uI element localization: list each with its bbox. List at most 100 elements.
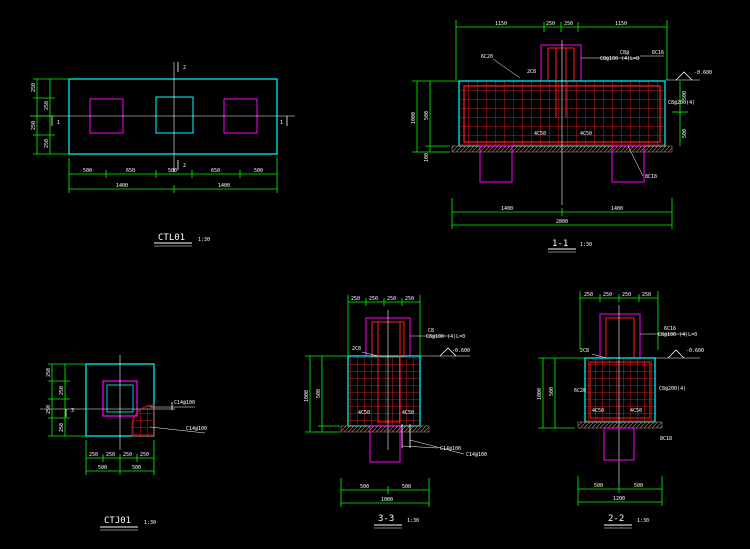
section-1-1-title: 1-1 bbox=[552, 239, 568, 249]
section-3-3-scale: 1:30 bbox=[407, 518, 419, 524]
dim-total-2800: 2800 bbox=[556, 219, 568, 225]
ctl01-scale: 1:30 bbox=[198, 237, 210, 243]
ctj01-dim-total-1: 500 bbox=[98, 465, 107, 471]
dim-left-2-2: 500 bbox=[549, 387, 555, 396]
section-mark-2-bottom: 2 bbox=[183, 163, 186, 169]
dim-right-2: 500 bbox=[682, 129, 688, 138]
section-2-2-title: 2-2 bbox=[608, 514, 624, 524]
section-3-3-title: 3-3 bbox=[378, 514, 394, 524]
label-6c20: 6C20 bbox=[481, 54, 493, 60]
pile-2-2 bbox=[603, 427, 635, 461]
label-6c20-2-2: 6C20 bbox=[574, 388, 586, 394]
dim-bottom-3-1: 500 bbox=[360, 484, 369, 490]
dim-left-2-1: 1000 bbox=[537, 388, 543, 400]
label-8c18: 8C18 bbox=[645, 174, 657, 180]
label-c14-b: C14@100 bbox=[466, 452, 487, 458]
label-8c18-2-2: 8C18 bbox=[660, 436, 672, 442]
ctj01-scale: 1:30 bbox=[144, 520, 156, 526]
ctl01-title: CTL01 bbox=[158, 233, 185, 243]
dim-total-left: 1400 bbox=[116, 183, 128, 189]
dim-bottom-2-2: 500 bbox=[634, 483, 643, 489]
ctl01-plan: 2 1 1 2 250 250 250 250 bbox=[30, 62, 295, 247]
ctj01-section-mark: 3 bbox=[71, 408, 74, 414]
dim-top-2-4: 250 bbox=[642, 292, 651, 298]
dim-top-2-2: 250 bbox=[603, 292, 612, 298]
ctj01-dim-bottom-2: 250 bbox=[106, 452, 115, 458]
dim-left-4: 250 bbox=[44, 139, 50, 148]
label-4c50-3a: 4C50 bbox=[358, 410, 370, 416]
elevation-3-3: -0.600 bbox=[452, 348, 470, 354]
section-2-2-scale: 1:30 bbox=[637, 518, 649, 524]
section-mark-1-right: 1 bbox=[280, 120, 283, 126]
dim-top-3-4: 250 bbox=[405, 296, 414, 302]
dim-bottom-2-1: 500 bbox=[594, 483, 603, 489]
dim-top-4: 1150 bbox=[615, 21, 627, 27]
label-2c8: 2C8 bbox=[527, 69, 536, 75]
dim-bottom-3: 500 bbox=[168, 168, 177, 174]
label-c14-a: C14@100 bbox=[440, 446, 461, 452]
dim-left-1000: 1000 bbox=[411, 112, 417, 124]
label-stirrup-top: C8@ bbox=[620, 50, 629, 56]
dim-top-2-1: 250 bbox=[584, 292, 593, 298]
dim-total-2: 1200 bbox=[613, 496, 625, 502]
label-c8-200: C8@200(4) bbox=[668, 100, 695, 106]
dim-bottom-1400-a: 1400 bbox=[501, 206, 513, 212]
dim-bottom-3-2: 500 bbox=[402, 484, 411, 490]
elevation-2-2: -0.600 bbox=[686, 348, 704, 354]
ctj01-title: CTJ01 bbox=[104, 516, 131, 526]
pile-3-3 bbox=[369, 425, 401, 463]
dim-total-right: 1400 bbox=[218, 183, 230, 189]
dim-bottom-1: 500 bbox=[83, 168, 92, 174]
column-center bbox=[155, 96, 194, 134]
dim-top-2-3: 250 bbox=[622, 292, 631, 298]
elevation-1-1: -0.600 bbox=[694, 70, 712, 76]
dim-bottom-1400-b: 1400 bbox=[611, 206, 623, 212]
dim-top-1: 1150 bbox=[495, 21, 507, 27]
dim-top-2: 250 bbox=[546, 21, 555, 27]
label-4c50-2b: 4C50 bbox=[630, 408, 642, 414]
dim-left-3-1: 1000 bbox=[304, 390, 310, 402]
section-1-1: 1150 250 250 1150 6C20 2C8 C8@ C8@100 (4… bbox=[411, 20, 712, 253]
label-c8-3-3: C8 bbox=[428, 328, 434, 334]
label-4c50-3b: 4C50 bbox=[402, 410, 414, 416]
dim-right-1: 500 bbox=[682, 91, 688, 100]
label-stirrup-3-3: C8@100 (4)L=0 bbox=[426, 334, 465, 340]
label-4c50-2a: 4C50 bbox=[592, 408, 604, 414]
ctj01-dim-left-4: 250 bbox=[59, 423, 65, 432]
ctj01-dim-left-3: 250 bbox=[46, 405, 52, 414]
section-1-1-scale: 1:30 bbox=[580, 242, 592, 248]
dim-top-3-1: 250 bbox=[351, 296, 360, 302]
dim-top-3: 250 bbox=[564, 21, 573, 27]
ctj01-dim-left-2: 250 bbox=[59, 386, 65, 395]
dim-bottom-group bbox=[68, 158, 278, 193]
ctj01-dim-bottom-3: 250 bbox=[123, 452, 132, 458]
label-2c8-3-3: 2C8 bbox=[352, 346, 361, 352]
pile-cap-outline bbox=[68, 78, 278, 155]
label-4c50-b: 4C50 bbox=[580, 131, 592, 137]
dim-top-3-2: 250 bbox=[369, 296, 378, 302]
label-2c8-2-2: 2C8 bbox=[580, 348, 589, 354]
dim-left-3-2: 500 bbox=[316, 389, 322, 398]
dim-top-1-1 bbox=[455, 20, 668, 80]
dim-bottom-2: 650 bbox=[126, 168, 135, 174]
label-6c16: 6C16 bbox=[652, 50, 664, 56]
ctj01-label-b: C14@100 bbox=[186, 426, 207, 432]
dim-left-500: 500 bbox=[424, 111, 430, 120]
section-3-3: 250 250 250 250 C8 C8@100 (4)L=0 2C8 -0.… bbox=[304, 295, 487, 529]
dim-left-100: 100 bbox=[424, 153, 430, 162]
ctj01-dim-bottom-4: 250 bbox=[140, 452, 149, 458]
dim-bottom-4: 650 bbox=[211, 168, 220, 174]
dim-left-1: 250 bbox=[31, 83, 37, 92]
dim-left-3: 250 bbox=[31, 121, 37, 130]
pile-cap-2-2 bbox=[584, 357, 656, 423]
ctj01-plan: 3 C14@100 C14@100 250 250 250 250 250 bbox=[40, 355, 207, 531]
section-2-2: 250 250 250 250 6C16 C8@100 (4)L=0 2C8 6… bbox=[537, 291, 704, 529]
ctj01-dim-bottom-1: 250 bbox=[89, 452, 98, 458]
label-4c50-a: 4C50 bbox=[534, 131, 546, 137]
dim-top-3-3: 250 bbox=[387, 296, 396, 302]
pile-left-section bbox=[479, 145, 513, 183]
label-stirrup-2-2: C8@100 (4)L=0 bbox=[658, 332, 697, 338]
ctj01-dim-total-2: 500 bbox=[132, 465, 141, 471]
section-mark-1-left: 1 bbox=[57, 120, 60, 126]
